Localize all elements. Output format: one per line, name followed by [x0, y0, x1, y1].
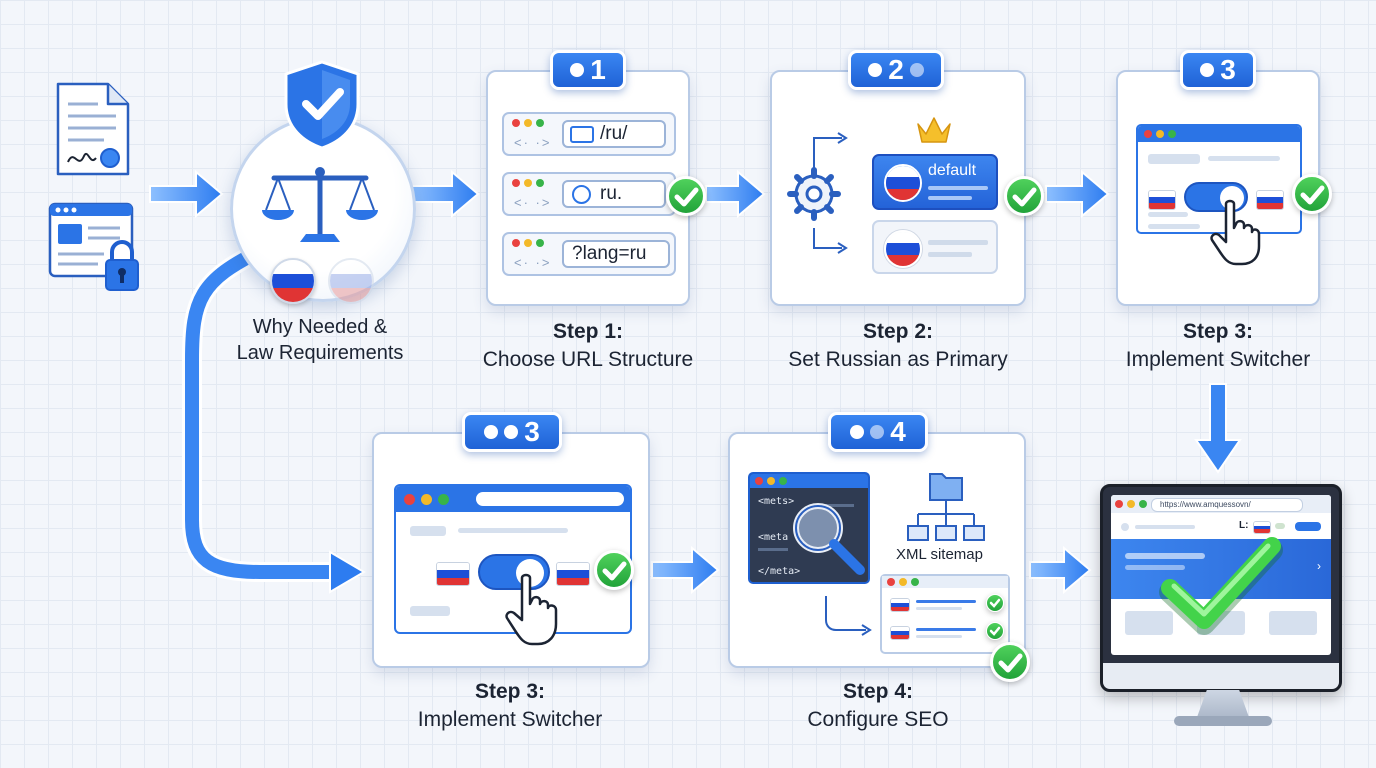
- final-monitor: https://www.amquessovn/ L: ›: [1100, 484, 1342, 692]
- document-icon: [56, 82, 130, 176]
- flag-russia: [1148, 190, 1176, 210]
- step2-badge: 2: [848, 50, 944, 90]
- flow-arrow: [825, 596, 872, 636]
- url-row-param: <· ·> ?lang=ru: [502, 232, 676, 276]
- locked-page-icon: [48, 202, 139, 291]
- code-line-2: <meta: [758, 532, 789, 543]
- step4-subtitle: Configure SEO: [807, 708, 949, 731]
- step2-subtitle: Set Russian as Primary: [788, 348, 1008, 371]
- step3-bottom-card: [372, 432, 650, 668]
- step4-badge: 4: [828, 412, 928, 452]
- step4-title: Step 4:: [842, 680, 913, 703]
- folder-icon: [570, 126, 594, 143]
- arrow-docs-to-law: [149, 169, 224, 219]
- magnifier-icon: [793, 503, 865, 575]
- sitemap-list-window: [880, 574, 1010, 654]
- flag-slovakia: [556, 562, 590, 586]
- step1-card: <· ·> /ru/ <· ·> ru. <· ·> ?lang=ru: [486, 70, 690, 306]
- monitor-stand: [1196, 690, 1250, 720]
- step3-bottom-badge: 3: [462, 412, 562, 452]
- step1-badge: 1: [550, 50, 626, 90]
- default-label: default: [928, 162, 977, 179]
- sitemap-label: XML sitemap: [896, 546, 983, 563]
- url-row-subdomain: <· ·> ru.: [502, 172, 676, 216]
- arrow-step4-to-monitor: [1029, 545, 1092, 595]
- step3-top-badge: 3: [1180, 50, 1256, 90]
- monitor-screen: https://www.amquessovn/ L: ›: [1111, 495, 1331, 655]
- hand-pointer-icon: [505, 573, 558, 646]
- gear-icon: [787, 167, 841, 221]
- url-text-param: ?lang=ru: [572, 243, 647, 264]
- intro-title-line1: Why Needed &: [252, 316, 388, 338]
- scales-icon: [262, 167, 378, 242]
- step2-card: default: [770, 70, 1026, 306]
- url-text-subfolder: /ru/: [600, 123, 628, 144]
- step1-title: Step 1:: [552, 320, 623, 343]
- step3-top-subtitle: Implement Switcher: [1125, 348, 1311, 371]
- step2-title: Step 2:: [862, 320, 933, 343]
- russia-flag-circle-faded: [328, 258, 374, 304]
- arrow-step2-to-step3: [1045, 169, 1110, 219]
- step3-bottom-check-icon: [594, 550, 634, 590]
- code-line-3: </meta>: [758, 566, 801, 577]
- intro-title-line2: Law Requirements: [236, 342, 404, 364]
- arrow-step3-to-step4: [651, 545, 720, 595]
- step2-check-icon: [1004, 176, 1044, 216]
- step4-check-icon: [990, 642, 1030, 682]
- hand-pointer-icon: [1210, 199, 1261, 266]
- url-row-subfolder: <· ·> /ru/: [502, 112, 676, 156]
- big-check-icon: [1159, 537, 1283, 635]
- arrow-down-to-monitor: [1194, 383, 1242, 474]
- step3-top-check-icon: [1292, 174, 1332, 214]
- step3-top-card: [1116, 70, 1320, 306]
- step3-bottom-subtitle: Implement Switcher: [417, 708, 603, 731]
- step4-card: <mets> <meta </meta> XML sitemap: [728, 432, 1026, 668]
- arrow-step1-to-step2: [705, 169, 766, 219]
- branch-connector: [813, 132, 848, 254]
- sitemap-tree-icon: [907, 473, 985, 541]
- step3-bottom-title: Step 3:: [474, 680, 545, 703]
- globe-icon: [572, 185, 591, 204]
- step1-subtitle: Choose URL Structure: [482, 348, 694, 371]
- monitor-lang-label: L:: [1239, 520, 1249, 531]
- monitor-base: [1174, 716, 1272, 726]
- step1-check-icon: [666, 176, 706, 216]
- monitor-url: https://www.amquessovn/: [1160, 500, 1251, 509]
- flag-russia: [436, 562, 470, 586]
- url-text-subdomain: ru.: [600, 183, 623, 204]
- step3-top-title: Step 3:: [1182, 320, 1253, 343]
- russia-flag-circle: [270, 258, 316, 304]
- secondary-language-option: [872, 220, 998, 274]
- shield-check-icon: [284, 60, 360, 150]
- code-line-1: <mets>: [758, 496, 795, 507]
- primary-language-option: default: [872, 154, 998, 210]
- language-toggle[interactable]: [478, 554, 550, 590]
- crown-icon: [917, 117, 951, 143]
- flag-slovakia: [1256, 190, 1284, 210]
- arrow-law-to-step1: [411, 169, 480, 219]
